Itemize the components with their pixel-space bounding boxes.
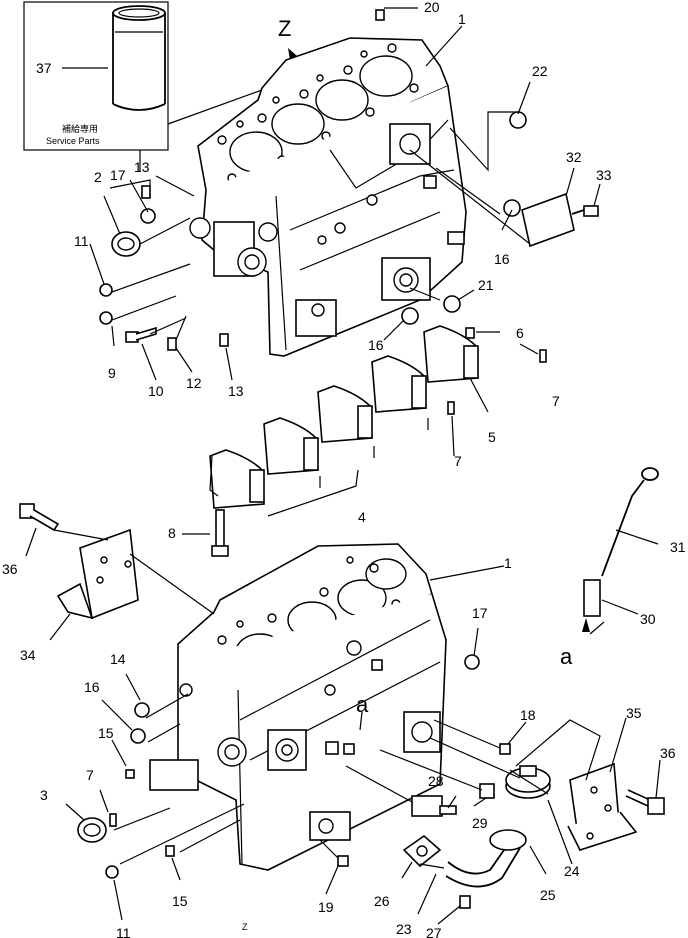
callout-33: 33 (596, 167, 612, 183)
callout-32: 32 (566, 149, 582, 165)
callout-27: 27 (426, 925, 442, 938)
callout-24: 24 (564, 863, 580, 879)
pin-7b (447, 401, 455, 415)
callout-11-lower: 11 (116, 925, 131, 938)
bolt-36-right (625, 789, 665, 815)
plug-21 (443, 295, 461, 313)
callout-36-right: 36 (660, 745, 676, 761)
callout-6: 6 (516, 325, 524, 341)
pin-13b (219, 333, 229, 347)
leader-lines (25, 7, 661, 925)
callout-22: 22 (532, 63, 548, 79)
bolt-10 (125, 326, 157, 343)
oil-filler-pipe-25 (445, 829, 527, 888)
bolt-8 (211, 509, 229, 557)
service-label-en: Service Parts (46, 136, 100, 146)
dipstick-31 (601, 467, 659, 577)
plug-18 (499, 743, 511, 755)
connector-a-lower: a (560, 644, 573, 669)
callout-15-upper: 15 (98, 725, 114, 741)
plug-16c (130, 728, 146, 744)
plug-6 (465, 327, 475, 339)
callout-1-top: 1 (458, 11, 466, 27)
plug-16b (401, 307, 419, 325)
plug-11b (105, 865, 119, 879)
pin-7a (539, 349, 547, 363)
seal-32 (521, 192, 575, 248)
callout-7-lower: 7 (86, 767, 94, 783)
callout-28: 28 (428, 773, 444, 789)
cylinder-liner-part (112, 5, 166, 111)
bolt-33 (571, 205, 599, 217)
view-marker-z-bottom: Z (242, 922, 248, 932)
view-marker-z: Z (278, 16, 291, 41)
callout-14: 14 (110, 651, 126, 667)
bolt-27 (459, 895, 471, 909)
callout-36-left: 36 (2, 561, 18, 577)
pin-13a (141, 185, 151, 199)
callout-16-upper-right: 16 (494, 251, 510, 267)
callout-34: 34 (20, 647, 36, 663)
callout-1-bottom: 1 (504, 555, 512, 571)
plug-11a (99, 283, 113, 297)
callout-35: 35 (626, 705, 642, 721)
callout-7-middle: 7 (454, 453, 462, 469)
connector-a-upper: a (356, 692, 369, 717)
callout-7-upper: 7 (552, 393, 560, 409)
callout-2: 2 (94, 169, 102, 185)
pin-15a (125, 769, 135, 779)
service-parts-box: 37 補給専用 Service Parts (23, 1, 169, 151)
callout-17-lower: 17 (472, 605, 488, 621)
callout-5: 5 (488, 429, 496, 445)
callout-4: 4 (358, 509, 366, 525)
plug-14 (134, 702, 150, 718)
callout-19: 19 (318, 899, 334, 915)
plug-9 (99, 311, 113, 325)
callout-13-upper: 13 (134, 159, 150, 175)
bolt-36-left (19, 503, 60, 532)
bracket-34 (56, 528, 139, 620)
callout-10: 10 (148, 383, 164, 399)
pin-12 (167, 337, 177, 351)
plug-29 (479, 783, 495, 799)
callout-25: 25 (540, 887, 556, 903)
callout-21: 21 (478, 277, 494, 293)
callout-29: 29 (472, 815, 488, 831)
callout-17-upper: 17 (110, 167, 126, 183)
upper-cylinder-block (189, 37, 467, 357)
plug-17b (464, 654, 480, 670)
pin-15b (165, 845, 175, 857)
dipstick-guide-30 (582, 579, 601, 632)
service-label-jp: 補給専用 (62, 123, 98, 134)
callout-3: 3 (40, 787, 48, 803)
plug-16a (503, 199, 521, 217)
callout-12: 12 (186, 375, 202, 391)
callout-15-lower: 15 (172, 893, 188, 909)
callout-13-lower: 13 (228, 383, 244, 399)
callout-18: 18 (520, 707, 536, 723)
callout-9: 9 (108, 365, 116, 381)
callout-8: 8 (168, 525, 176, 541)
callout-31: 31 (670, 539, 686, 555)
callout-11-upper: 11 (74, 233, 89, 249)
callout-37: 37 (36, 60, 52, 76)
callout-30: 30 (640, 611, 656, 627)
oil-pressure-switch-28 (411, 795, 457, 817)
callout-16-middle: 16 (368, 337, 384, 353)
callout-16-lower: 16 (84, 679, 100, 695)
bracket-35 (567, 762, 638, 852)
plug-17a (140, 208, 156, 224)
plug-22 (509, 111, 527, 129)
callout-23: 23 (396, 921, 412, 937)
plug-19 (337, 855, 349, 867)
callout-20: 20 (424, 0, 440, 15)
gasket-26 (402, 834, 442, 868)
callout-26: 26 (374, 893, 390, 909)
plug-20 (375, 9, 385, 21)
main-bearing-caps (209, 325, 479, 517)
lower-cylinder-block (149, 543, 447, 871)
pin-7c (109, 813, 117, 827)
